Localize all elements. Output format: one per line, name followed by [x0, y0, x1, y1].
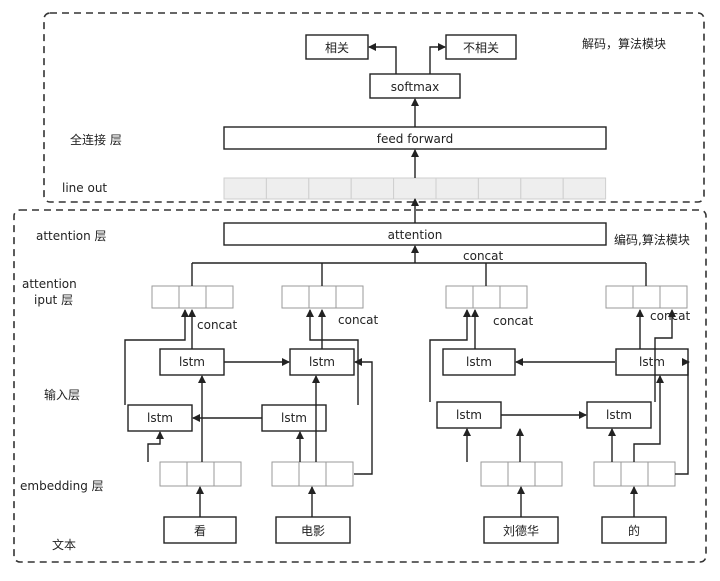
bwd-to-attn-input-arrow — [124, 309, 189, 405]
feed-forward-label: feed forward — [377, 132, 453, 146]
attention-input-cell — [632, 285, 661, 309]
decode-module-label: 解码，算法模块 — [582, 36, 666, 51]
word-box — [163, 516, 237, 544]
embedding-cell — [271, 461, 300, 487]
attention-input-label-line2: iput 层 — [34, 293, 73, 307]
embedding-layer-label: embedding 层 — [20, 479, 104, 493]
lstm-fwd-2 — [289, 348, 355, 376]
lstm-bwd-1 — [127, 404, 193, 432]
line-out-cell — [562, 177, 607, 200]
softmax-label: softmax — [391, 80, 439, 94]
embedding-cell — [186, 461, 215, 487]
attention-layer-label: attention 层 — [36, 229, 107, 243]
attention-input-cell — [178, 285, 207, 309]
line-out-cell — [477, 177, 522, 200]
attention-input-group: concat concat concat concat — [151, 263, 690, 332]
softmax-box — [369, 73, 461, 99]
line-out-cell — [393, 177, 437, 200]
line-out-vector — [223, 177, 607, 200]
lstm-bwd-2-label: lstm — [281, 411, 307, 425]
attention-input-cell — [335, 285, 364, 309]
lstm-fwd-4-label: lstm — [639, 355, 665, 369]
embedding-cell — [325, 461, 354, 487]
lstm-bwd-3-label: lstm — [456, 408, 482, 422]
softmax-to-relevant-arrow — [368, 43, 397, 74]
word-label: 电影 — [301, 524, 325, 538]
lstm-bwd-4-label: lstm — [606, 408, 632, 422]
line-out-cell — [520, 177, 564, 200]
word-label: 看 — [194, 524, 206, 538]
embedding-cell — [507, 461, 536, 487]
word-box — [601, 516, 667, 544]
bwd-to-attn-input-arrow — [654, 309, 676, 402]
bwd-to-attn-input-arrow — [429, 309, 471, 402]
concat-label: concat — [338, 313, 378, 327]
lstm-bwd-4 — [586, 401, 652, 429]
word-group: 看 电影 刘德华 的 — [163, 516, 667, 544]
attention-input-label-line1: attention — [22, 277, 77, 291]
attention-label: attention — [388, 228, 443, 242]
line-out-label: line out — [62, 181, 107, 195]
embedding-cell — [159, 461, 188, 487]
attention-input-cell — [605, 285, 634, 309]
attention-input-cell — [308, 285, 337, 309]
encode-module-label: 编码,算法模块 — [614, 232, 690, 247]
output-irrelevant-label: 不相关 — [463, 41, 499, 55]
attention-input-cell — [205, 285, 234, 309]
embedding-cell — [298, 461, 327, 487]
decode-module-border — [43, 12, 705, 203]
bwd-to-attn-input-arrow — [306, 309, 359, 405]
lstm-fwd-2-label: lstm — [309, 355, 335, 369]
line-out-cell — [223, 177, 267, 200]
lstm-bwd-1-label: lstm — [147, 411, 173, 425]
attention-input-cell — [151, 285, 180, 309]
embedding-cell — [213, 461, 242, 487]
output-irrelevant-box — [445, 34, 517, 60]
embedding-cell — [534, 461, 563, 487]
embed-to-fwd-lstm-arrow — [675, 358, 690, 475]
concat-label: concat — [197, 318, 237, 332]
attention-input-cell — [499, 285, 528, 309]
embed-to-bwd-lstm-arrow — [147, 431, 164, 462]
attention-input-cell — [281, 285, 310, 309]
embedding-group — [147, 358, 690, 517]
input-layer-label: 输入层 — [44, 387, 80, 402]
embed-to-fwd-lstm-arrow — [354, 358, 373, 475]
line-out-cell — [265, 177, 310, 200]
lstm-fwd-3-label: lstm — [466, 355, 492, 369]
fully-connected-layer-label: 全连接 层 — [70, 132, 122, 147]
word-box — [483, 516, 559, 544]
line-out-cell — [435, 177, 479, 200]
word-label: 的 — [628, 523, 640, 538]
embedding-cell — [620, 461, 649, 487]
attention-input-cell — [445, 285, 474, 309]
concat-label: concat — [650, 309, 690, 323]
output-relevant-label: 相关 — [325, 41, 349, 55]
concat-label: concat — [493, 314, 533, 328]
lstm-fwd-4 — [615, 348, 689, 376]
attention-input-cell — [472, 285, 501, 309]
attention-input-cell — [659, 285, 688, 309]
word-label: 刘德华 — [503, 523, 539, 538]
line-out-cell — [350, 177, 395, 200]
encode-module-border — [13, 209, 707, 563]
embedding-cell — [593, 461, 622, 487]
line-out-cell — [308, 177, 352, 200]
text-layer-label: 文本 — [52, 537, 76, 552]
embedding-cell — [647, 461, 676, 487]
lstm-fwd-1-label: lstm — [179, 355, 205, 369]
embed-to-fwd-lstm-arrow — [633, 375, 664, 462]
softmax-to-irrelevant-arrow — [429, 43, 446, 74]
embedding-cell — [480, 461, 509, 487]
word-box — [275, 516, 351, 544]
concat-top-label: concat — [463, 249, 503, 263]
